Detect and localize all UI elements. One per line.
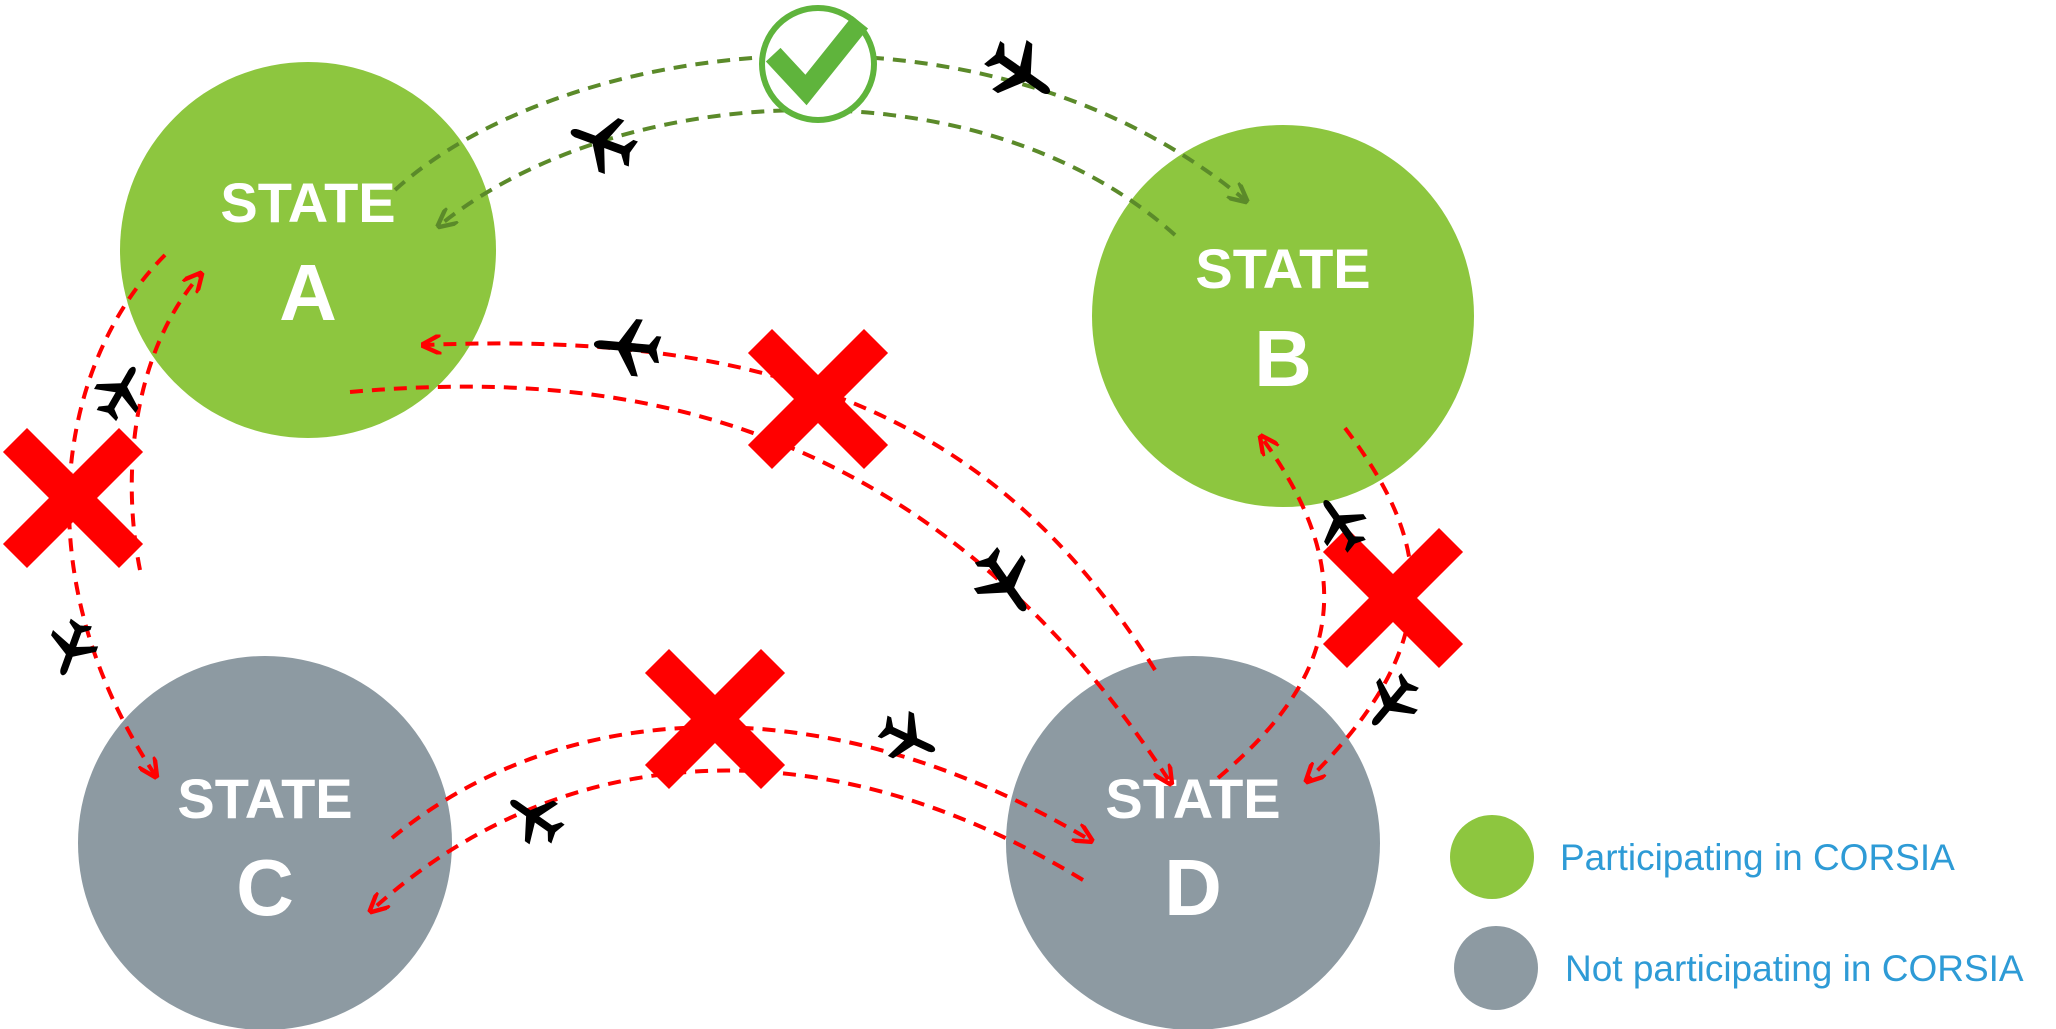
state-a-letter: A <box>279 248 337 337</box>
state-d-circle <box>1006 656 1380 1029</box>
route-c-to-a <box>129 275 200 571</box>
state-b-circle <box>1092 125 1474 507</box>
route-b-to-a <box>440 108 1177 237</box>
route-d-to-c <box>372 768 1085 910</box>
state-a-word: STATE <box>220 171 395 234</box>
airplane-icon <box>561 104 644 181</box>
legend-participating-label: Participating in CORSIA <box>1560 837 1955 878</box>
state-d-word: STATE <box>1105 767 1280 830</box>
state-c-word: STATE <box>177 767 352 830</box>
state-d-letter: D <box>1164 843 1222 932</box>
legend-not-participating-swatch <box>1454 926 1538 1010</box>
state-c-letter: C <box>236 843 294 932</box>
legend-not-participating-label: Not participating in CORSIA <box>1565 948 2024 989</box>
airplane-icon <box>39 614 104 684</box>
airplane-icon <box>974 27 1067 118</box>
state-b-letter: B <box>1254 314 1312 403</box>
route-d-to-a <box>425 343 1157 672</box>
route-d-to-b <box>1216 438 1327 780</box>
cross-icon <box>2 427 144 569</box>
state-b-word: STATE <box>1195 237 1370 300</box>
legend-participating-swatch <box>1450 815 1534 899</box>
state-a-circle <box>120 62 496 438</box>
airplane-icon <box>962 538 1050 628</box>
route-a-to-d <box>349 384 1170 782</box>
cross-icon <box>1322 527 1464 669</box>
check-icon <box>759 5 877 123</box>
cross-icon <box>747 328 889 470</box>
airplane-icon <box>591 315 663 379</box>
cross-icon <box>644 648 786 790</box>
airplane-icon <box>872 703 946 773</box>
state-c-circle <box>78 656 452 1029</box>
airplane-icon <box>1353 664 1429 741</box>
